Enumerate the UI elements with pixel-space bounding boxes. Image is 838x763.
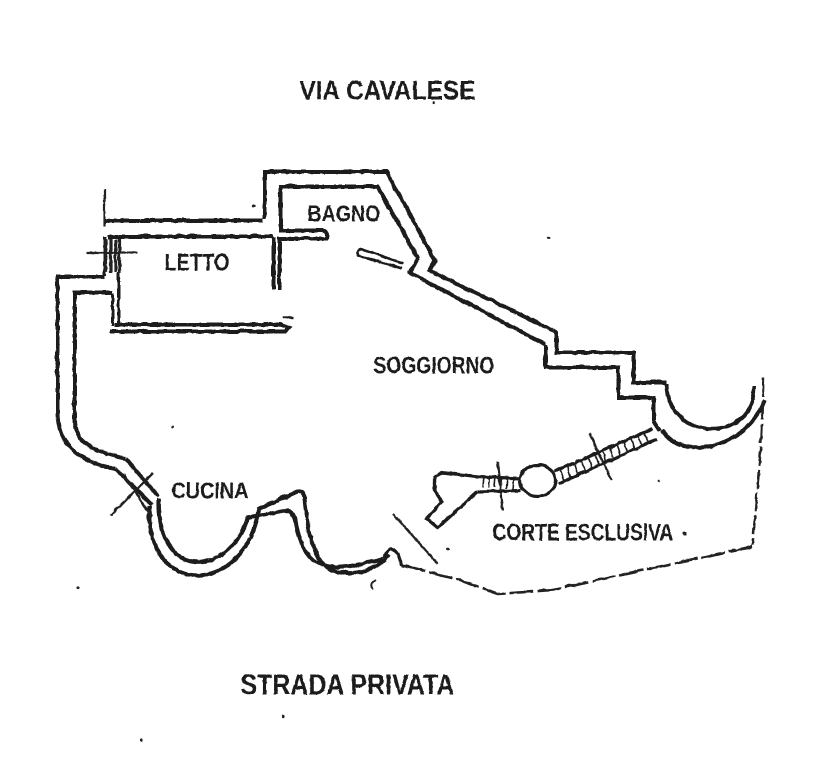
svg-text:STRADA PRIVATA: STRADA PRIVATA xyxy=(240,669,454,701)
svg-text:CUCINA: CUCINA xyxy=(171,477,248,503)
svg-text:SOGGIORNO: SOGGIORNO xyxy=(373,352,494,379)
svg-text:BAGNO: BAGNO xyxy=(307,200,380,226)
svg-text:LETTO: LETTO xyxy=(164,249,229,276)
svg-text:VIA CAVALESE: VIA CAVALESE xyxy=(299,75,475,105)
svg-text:CORTE ESCLUSIVA: CORTE ESCLUSIVA xyxy=(492,519,673,546)
